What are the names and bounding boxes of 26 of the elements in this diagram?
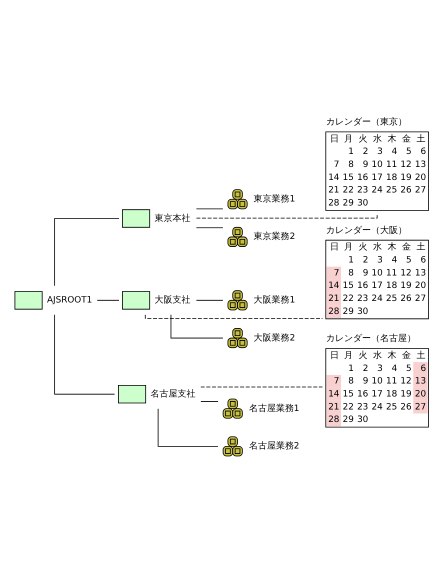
connector <box>96 300 120 301</box>
node-label: 大阪支社 <box>154 296 191 306</box>
node-label: 名古屋業務2 <box>248 442 300 452</box>
connector <box>196 300 224 301</box>
node-label: 名古屋業務1 <box>248 404 300 414</box>
connector <box>170 314 224 338</box>
connector <box>158 408 218 447</box>
connector <box>54 314 115 395</box>
connector <box>196 208 224 210</box>
node-label: 名古屋支社 <box>150 389 196 400</box>
node-label: カレンダー（東京） <box>326 117 407 128</box>
node-label: 東京業務1 <box>254 194 296 204</box>
connector <box>54 218 120 286</box>
node-label: カレンダー（名古屋） <box>326 334 416 344</box>
connector <box>144 314 323 319</box>
node-label: 大阪業務1 <box>254 296 296 306</box>
node-label: 東京本社 <box>154 214 191 224</box>
node-box: 日 月 火 水 木 金 土 1 2 3 4 5 6 7 8 9 10 11 12 13 14 15 16 17 18 19 20 21 22 23 24 25 26 27 28 29 30 <box>325 131 429 211</box>
connector <box>200 401 218 402</box>
node-label: 大阪業務2 <box>254 333 296 344</box>
node-label: AJSROOT1 <box>47 296 92 306</box>
connector <box>196 227 224 228</box>
node-label: 東京業務2 <box>254 232 296 242</box>
connector <box>196 213 378 218</box>
node-label: カレンダー（大阪） <box>326 226 407 236</box>
connector <box>200 386 323 388</box>
